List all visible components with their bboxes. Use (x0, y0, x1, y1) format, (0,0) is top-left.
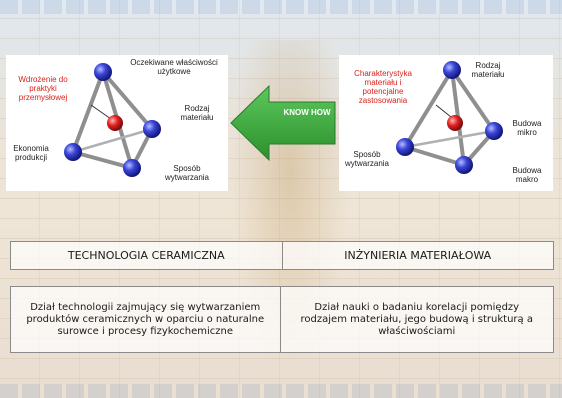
label-material-characteristics: Charakterystyka materiału i potencjalne … (354, 69, 412, 105)
node-bottom (455, 156, 473, 174)
definition-materials-engineering: Dział nauki o badaniu korelacji pomiędzy… (279, 287, 554, 352)
center-node (447, 115, 463, 131)
header-materials-engineering: INŻYNIERIA MATERIAŁOWA (281, 242, 554, 269)
center-node (107, 115, 123, 131)
label-industrial-practice: Wdrożenie do praktyki przemysłowej (18, 75, 68, 102)
label-macro-structure: Budowa makro (512, 166, 542, 184)
label-material-type: Rodzaj materiału (180, 104, 214, 122)
node-top (443, 61, 461, 79)
header-row: TECHNOLOGIA CERAMICZNA INŻYNIERIA MATERI… (10, 241, 554, 270)
label-production-economics: Ekonomia produkcji (13, 144, 49, 162)
arrow-shape (230, 84, 336, 162)
label-expected-properties: Oczekiwane właściwości użytkowe (130, 58, 218, 76)
right-tetrahedron (396, 61, 503, 174)
top-tile-band (0, 0, 562, 14)
right-diagram-panel: Charakterystyka materiału i potencjalne … (339, 55, 553, 191)
label-micro-structure: Budowa mikro (512, 119, 542, 137)
left-diagram-panel: Wdrożenie do praktyki przemysłowej Oczek… (6, 55, 228, 191)
label-manufacturing-method: Sposób wytwarzania (164, 164, 209, 182)
definition-ceramic-technology: Dział technologii zajmujący się wytwarza… (26, 301, 265, 337)
bottom-tile-band (0, 384, 562, 398)
left-tetrahedron (64, 63, 161, 177)
node-right (485, 122, 503, 140)
know-how-arrow: KNOW HOW (229, 84, 339, 162)
header-ceramic-technology: TECHNOLOGIA CERAMICZNA (67, 249, 225, 262)
node-top (94, 63, 112, 81)
definitions-row: Dział technologii zajmujący się wytwarza… (10, 286, 554, 353)
node-bottom (123, 159, 141, 177)
label-material-type: Rodzaj materiału (471, 61, 505, 79)
know-how-label: KNOW HOW (283, 108, 331, 117)
node-left (396, 138, 414, 156)
label-manufacturing-method: Sposób wytwarzania (344, 150, 389, 168)
node-right (143, 120, 161, 138)
node-left (64, 143, 82, 161)
